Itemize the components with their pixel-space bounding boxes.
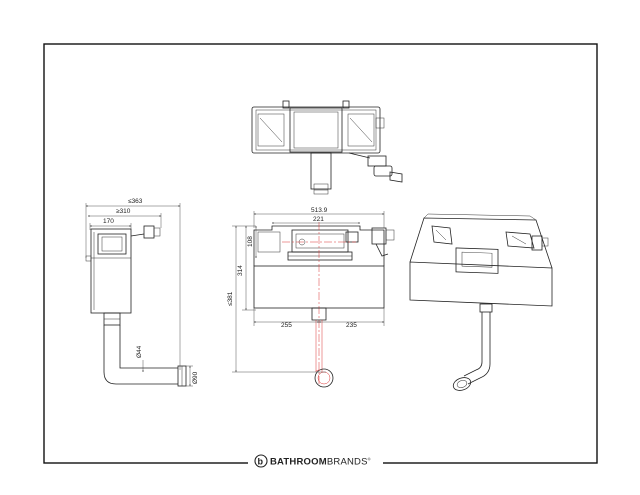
brand-name-light: BRANDS <box>327 457 368 468</box>
dim-front-mid-height: 314 <box>237 265 244 276</box>
dim-front-total-height: ≤381 <box>227 291 234 306</box>
dim-side-outlet: Ø90 <box>192 371 199 384</box>
brand-logo: b BATHROOMBRANDS® <box>254 454 371 468</box>
side-view: ≤363 ≥310 170 Ø44 Ø90 <box>85 198 199 387</box>
dim-side-pipe: Ø44 <box>136 345 143 358</box>
dim-front-left: 255 <box>281 322 292 329</box>
isometric-view <box>409 213 553 391</box>
dim-front-right: 235 <box>346 322 357 329</box>
dim-side-top: 170 <box>103 218 114 225</box>
dim-front-inner: 221 <box>313 216 324 223</box>
svg-text:BATHROOMBRANDS®: BATHROOMBRANDS® <box>270 457 371 468</box>
dim-front-top-height: 108 <box>247 236 254 247</box>
front-view: 513.9 221 108 314 ≤381 255 235 <box>227 207 395 388</box>
brand-name-bold: BATHROOM <box>270 457 327 468</box>
brand-mark: ® <box>368 457 371 462</box>
dim-side-depth: ≥310 <box>116 208 131 215</box>
brand-logo-letter: b <box>258 457 264 467</box>
top-view <box>251 100 403 195</box>
brand-gap <box>248 458 383 468</box>
dim-side-overall: ≤363 <box>128 198 143 205</box>
dim-front-width: 513.9 <box>311 207 328 214</box>
